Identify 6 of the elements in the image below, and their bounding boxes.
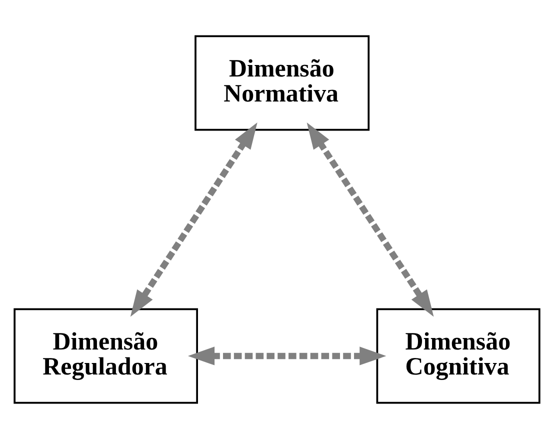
arrow — [130, 122, 258, 317]
arrow — [306, 122, 434, 317]
node-box: Dimensão Reguladora — [14, 308, 198, 404]
node-box: Dimensão Normativa — [194, 35, 370, 131]
node-box: Dimensão Cognitiva — [376, 308, 540, 404]
arrow — [188, 346, 386, 366]
